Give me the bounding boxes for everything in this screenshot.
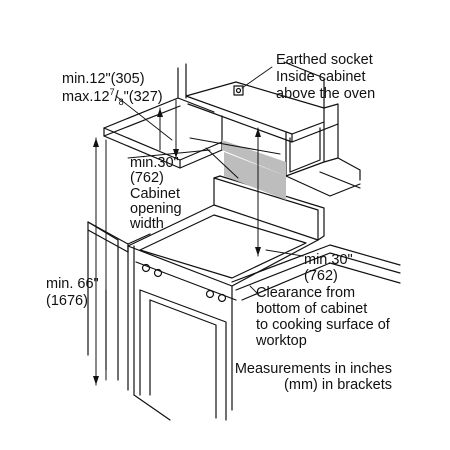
upper-depth-min-label: min.12"(305) xyxy=(62,71,145,87)
cabinet-width-label-2: opening xyxy=(130,201,182,217)
clearance-label-line-3: to cooking surface of xyxy=(256,317,390,333)
measurement-note-line-2: (mm) in brackets xyxy=(284,377,392,393)
clearance-label-line-1: Clearance from xyxy=(256,285,356,301)
wall-shade xyxy=(224,152,286,200)
clearance-value: min.30" xyxy=(304,252,353,268)
clearance-mm: (762) xyxy=(304,268,338,284)
left-wall xyxy=(87,221,171,421)
leader-lines xyxy=(115,66,304,295)
height-value: min. 66" xyxy=(46,276,99,292)
dimension-arrows xyxy=(93,108,261,385)
cooker xyxy=(127,175,325,421)
cabinet-back-panel xyxy=(222,140,286,176)
upper-depth-max-denominator: 8 xyxy=(118,96,124,107)
socket-label-line-3: above the oven xyxy=(276,86,376,102)
clearance-label-line-4: worktop xyxy=(256,333,307,349)
dimension-lines xyxy=(95,99,281,386)
socket xyxy=(233,85,244,96)
upper-cabinet xyxy=(103,61,361,197)
socket-label-line-1: Earthed socket xyxy=(276,52,373,68)
cabinet-width-mm: (762) xyxy=(130,170,164,186)
upper-depth-max-numerator: 7 xyxy=(109,87,115,98)
cabinet-width-value: min.30" xyxy=(130,155,179,171)
height-mm: (1676) xyxy=(46,293,88,309)
worktop-right xyxy=(231,244,401,301)
clearance-label-line-2: bottom of cabinet xyxy=(256,301,368,317)
socket-label-line-2: Inside cabinet xyxy=(276,69,366,85)
cabinet-width-label-1: Cabinet xyxy=(130,186,180,202)
upper-depth-max-label: max.127/8"(327) xyxy=(62,87,163,107)
cooker-knobs xyxy=(141,263,227,303)
upper-depth-max-value: max.12 xyxy=(62,89,110,105)
upper-depth-max-unit: "(327) xyxy=(123,89,163,105)
measurement-note-line-1: Measurements in inches xyxy=(234,361,392,377)
cabinet-width-label-3: width xyxy=(130,216,164,232)
